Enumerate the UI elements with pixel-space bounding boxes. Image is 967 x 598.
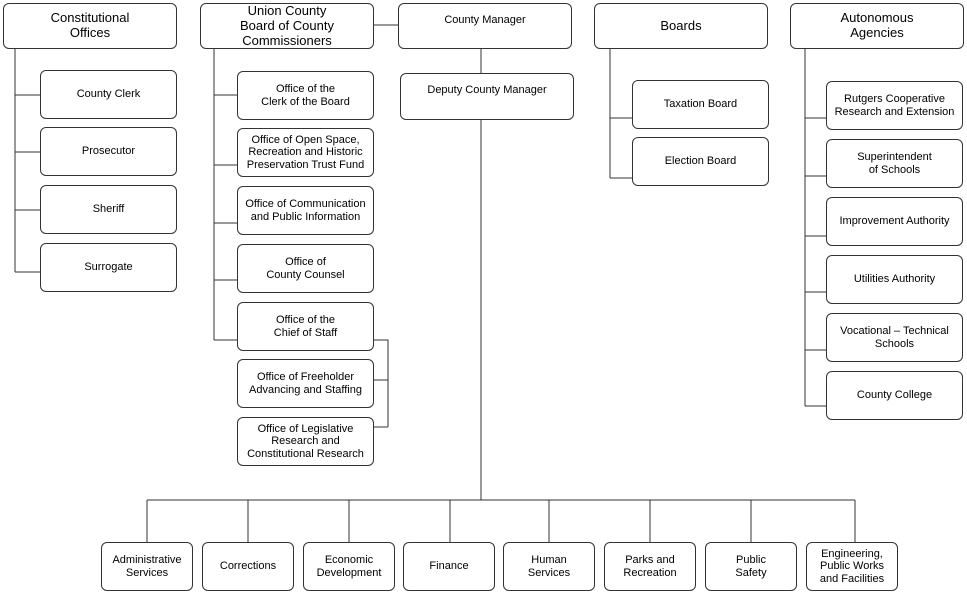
department-box-parks-recreation: Parks and Recreation — [604, 542, 696, 591]
department-box-economic-development: Economic Development — [303, 542, 395, 591]
vocational-technical-schools-box: Vocational – Technical Schools — [826, 313, 963, 362]
department-box-engineering: Engineering, Public Works and Facilities — [806, 542, 898, 591]
county-college-box: County College — [826, 371, 963, 420]
constitutional-offices-header: Constitutional Offices — [3, 3, 177, 49]
department-box-administrative-services: Administrative Services — [101, 542, 193, 591]
sheriff-box: Sheriff — [40, 185, 177, 234]
open-space-trust-box: Office of Open Space, Recreation and His… — [237, 128, 374, 177]
prosecutor-box: Prosecutor — [40, 127, 177, 176]
board-of-commissioners-header: Union County Board of County Commissione… — [200, 3, 374, 49]
rutgers-cooperative-box: Rutgers Cooperative Research and Extensi… — [826, 81, 963, 130]
county-counsel-box: Office of County Counsel — [237, 244, 374, 293]
autonomous-agencies-header: Autonomous Agencies — [790, 3, 964, 49]
connector-constitutional — [14, 48, 40, 273]
connector-autonomous — [804, 48, 827, 407]
superintendent-schools-box: Superintendent of Schools — [826, 139, 963, 188]
freeholder-advancing-box: Office of Freeholder Advancing and Staff… — [237, 359, 374, 408]
utilities-authority-box: Utilities Authority — [826, 255, 963, 304]
department-box-finance: Finance — [403, 542, 495, 591]
communication-office-box: Office of Communication and Public Infor… — [237, 186, 374, 235]
department-box-human-services: Human Services — [503, 542, 595, 591]
chief-of-staff-box: Office of the Chief of Staff — [237, 302, 374, 351]
department-box-corrections: Corrections — [202, 542, 294, 591]
legislative-research-box: Office of Legislative Research and Const… — [237, 417, 374, 466]
county-manager-box: County Manager — [398, 3, 572, 49]
department-box-public-safety: Public Safety — [705, 542, 797, 591]
election-board-box: Election Board — [632, 137, 769, 186]
deputy-county-manager-box: Deputy County Manager — [400, 73, 574, 120]
connector-deputy-departments — [146, 119, 856, 543]
improvement-authority-box: Improvement Authority — [826, 197, 963, 246]
connector-board — [213, 48, 237, 341]
boards-header: Boards — [594, 3, 768, 49]
clerk-of-board-box: Office of the Clerk of the Board — [237, 71, 374, 120]
county-clerk-box: County Clerk — [40, 70, 177, 119]
surrogate-box: Surrogate — [40, 243, 177, 292]
connector-chief-of-staff — [374, 339, 389, 428]
taxation-board-box: Taxation Board — [632, 80, 769, 129]
connector-boards — [609, 48, 633, 179]
